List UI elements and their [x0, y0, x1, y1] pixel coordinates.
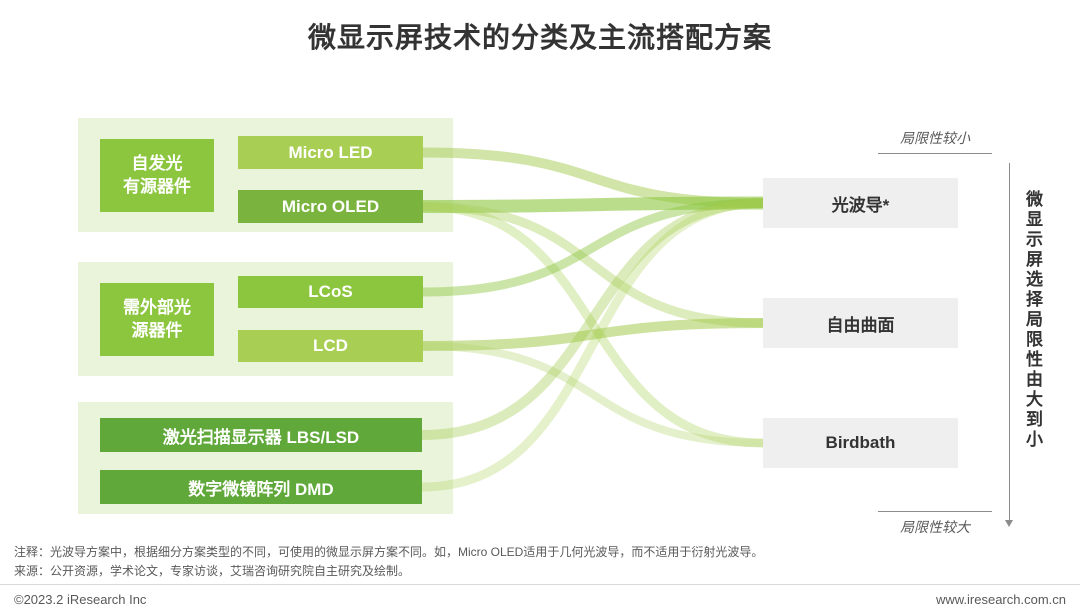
axis-label-large-limitation: 局限性较大 [878, 511, 992, 537]
node-lcos: LCoS [238, 276, 423, 308]
node-dmd: 数字微镜阵列 DMD [100, 470, 422, 504]
axis-vertical-line [1009, 163, 1010, 520]
node-birdbath: Birdbath [763, 418, 958, 468]
page-title: 微显示屏技术的分类及主流搭配方案 [307, 22, 772, 53]
note-text: 注释：光波导方案中，根据细分方案类型的不同，可使用的微显示屏方案不同。如，Mic… [14, 545, 764, 559]
footer-divider [0, 584, 1080, 585]
node-micro-led: Micro LED [238, 136, 423, 169]
axis-arrow-down-icon [1005, 520, 1013, 527]
node-freeform: 自由曲面 [763, 298, 958, 348]
footer-copyright: ©2023.2 iResearch Inc [14, 592, 147, 607]
source-text: 来源：公开资源，学术论文，专家访谈，艾瑞咨询研究院自主研究及绘制。 [14, 564, 411, 578]
axis-vertical-label: 微显示屏选择局限性由大到小 [1023, 190, 1042, 450]
group-label-self-emissive: 自发光 有源器件 [100, 139, 214, 212]
group-label-external-light: 需外部光 源器件 [100, 283, 214, 356]
footer-website: www.iresearch.com.cn [935, 592, 1066, 607]
node-lcd: LCD [238, 330, 423, 362]
node-lbs-lsd: 激光扫描显示器 LBS/LSD [100, 418, 422, 452]
axis-label-small-limitation: 局限性较小 [878, 128, 992, 154]
node-micro-oled: Micro OLED [238, 190, 423, 223]
node-waveguide: 光波导* [763, 178, 958, 228]
